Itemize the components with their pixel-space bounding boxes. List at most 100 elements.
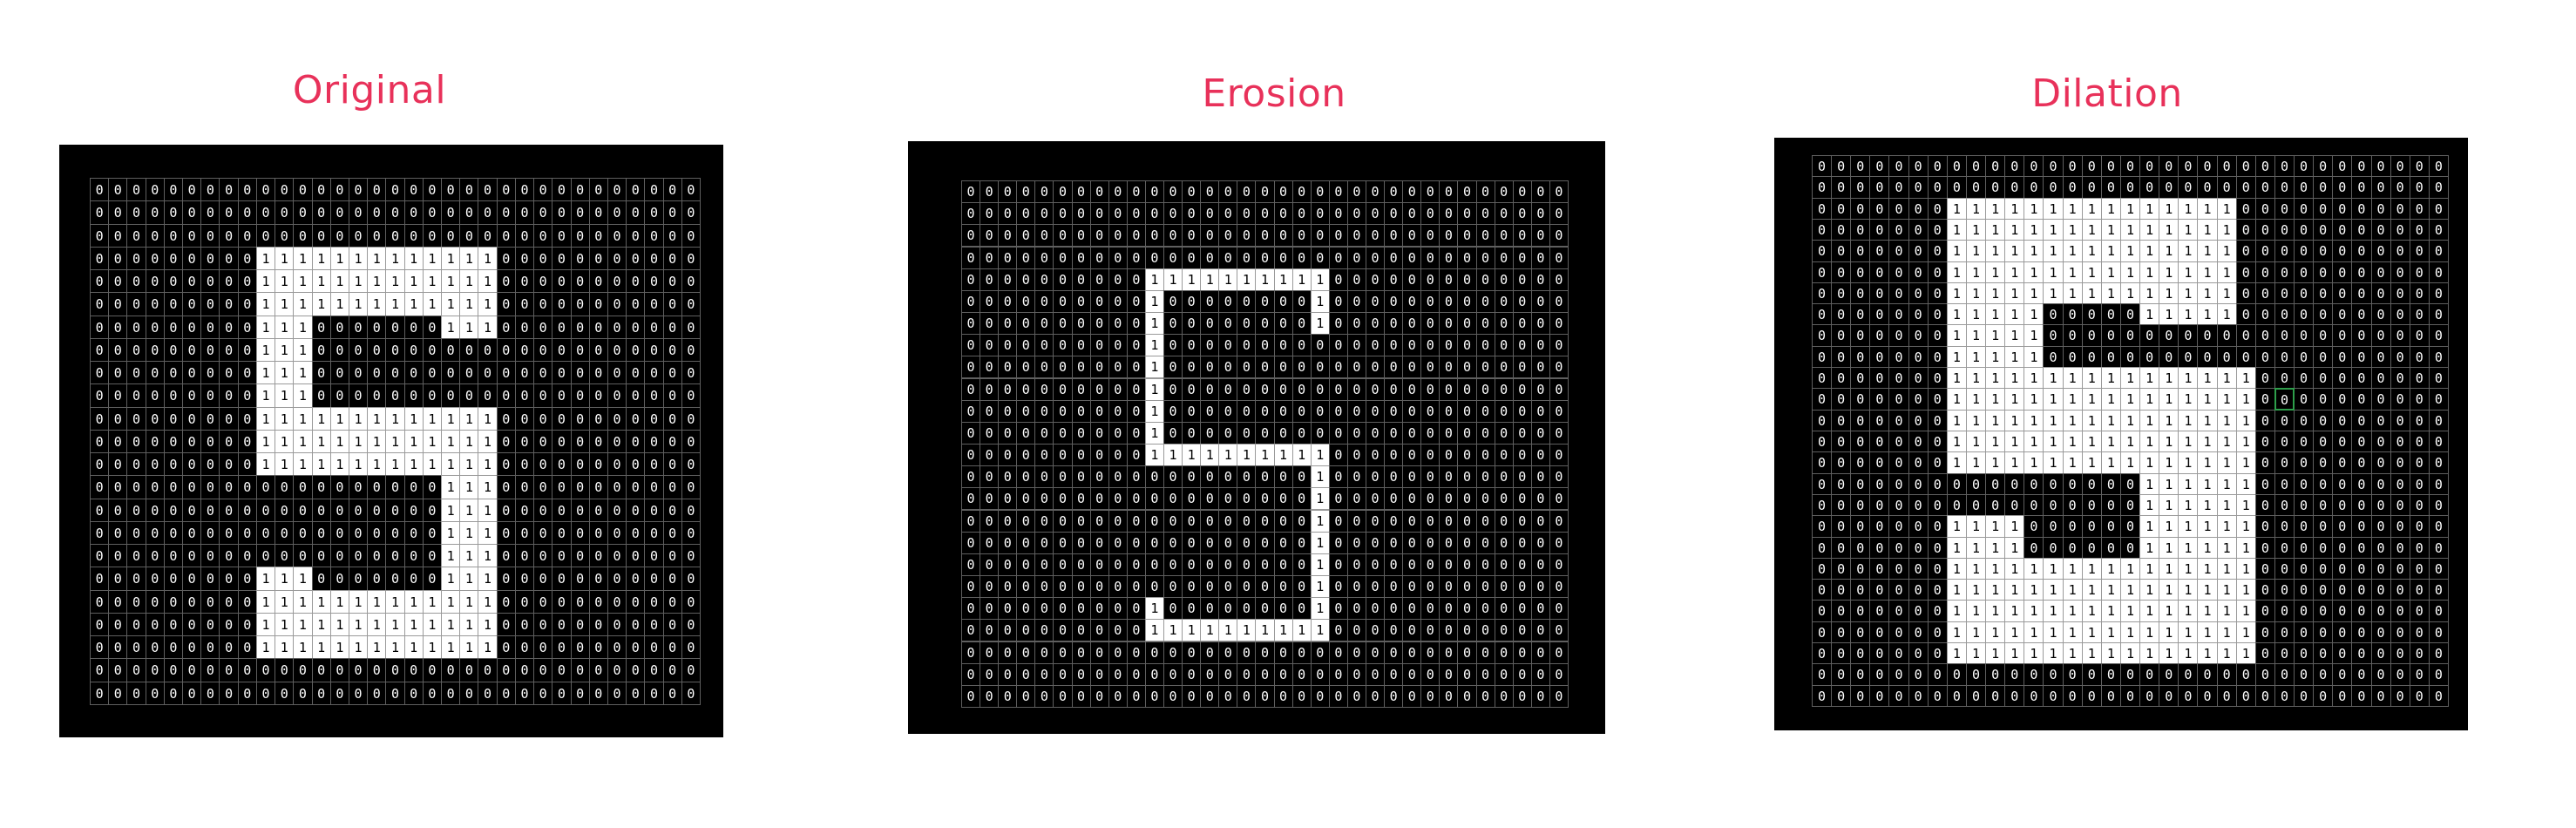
grid-cell: 0 [1927, 218, 1948, 241]
grid-cell: 0 [1812, 472, 1833, 495]
grid-cell: 0 [2332, 515, 2353, 538]
grid-cell: 0 [1530, 246, 1550, 269]
grid-cell: 0 [1908, 176, 1929, 199]
grid-cell: 0 [1237, 684, 1257, 708]
grid-cell: 0 [1273, 246, 1293, 269]
grid-cell: 0 [1494, 487, 1514, 511]
grid-cell: 1 [478, 520, 498, 546]
grid-cell: 0 [126, 520, 146, 546]
grid-cell: 0 [1812, 367, 1833, 390]
grid-cell: 0 [367, 383, 387, 408]
grid-cell: 1 [2159, 600, 2179, 622]
grid-cell: 0 [1126, 399, 1146, 423]
grid-cell: 0 [1273, 531, 1293, 554]
grid-cell: 0 [980, 246, 1000, 269]
grid-cell: 0 [422, 178, 443, 202]
grid-cell: 0 [329, 475, 349, 499]
grid-cell: 0 [1402, 224, 1422, 248]
grid-cell: 0 [1927, 282, 1948, 305]
grid-cell: 1 [348, 429, 369, 454]
grid-cell: 0 [588, 337, 608, 363]
grid-cell: 0 [1071, 289, 1091, 313]
grid-cell: 0 [2409, 431, 2430, 453]
grid-cell: 0 [2370, 303, 2391, 326]
grid-cell: 0 [200, 292, 220, 316]
grid-cell: 0 [126, 269, 146, 294]
grid-cell: 0 [1908, 388, 1929, 411]
grid-cell: 0 [1549, 531, 1569, 554]
grid-cell: 1 [311, 246, 331, 271]
grid-cell: 0 [2313, 155, 2334, 178]
grid-cell: 0 [2370, 621, 2391, 644]
grid-cell: 0 [570, 315, 590, 339]
grid-cell: 1 [1946, 218, 1967, 241]
grid-cell: 0 [1310, 641, 1330, 664]
grid-cell: 0 [1034, 662, 1054, 686]
grid-cell: 0 [1420, 684, 1441, 708]
grid-cell: 0 [533, 200, 553, 225]
grid-cell: 0 [496, 475, 516, 499]
grid-cell: 0 [961, 202, 981, 226]
grid-cell: 0 [681, 223, 701, 248]
grid-cell: 0 [2370, 345, 2391, 369]
grid-cell: 0 [200, 361, 220, 385]
grid-cell: 1 [1310, 312, 1330, 336]
grid-cell: 0 [1126, 202, 1146, 226]
grid-cell: 0 [1812, 176, 1833, 199]
grid-cell: 1 [2081, 409, 2102, 431]
grid-cell: 0 [2100, 155, 2121, 178]
grid-cell: 0 [2409, 261, 2430, 283]
grid-cell: 0 [1831, 684, 1852, 707]
grid-cell: 0 [1034, 597, 1054, 621]
grid-cell: 1 [1946, 557, 1967, 580]
grid-cell: 1 [1965, 345, 1987, 369]
grid-cell: 0 [182, 292, 202, 316]
grid-cell: 0 [1126, 312, 1146, 336]
grid-cell: 0 [1089, 399, 1109, 423]
grid-cell: 0 [1439, 641, 1459, 664]
grid-cell: 0 [1439, 399, 1459, 423]
grid-cell: 0 [1494, 509, 1514, 533]
grid-cell: 0 [1530, 684, 1550, 708]
grid-cell: 0 [980, 180, 1000, 204]
grid-cell: 0 [2274, 303, 2295, 326]
grid-cell: 0 [182, 178, 202, 202]
grid-cell: 0 [1457, 509, 1477, 533]
grid-cell: 0 [644, 498, 664, 522]
grid-cell: 0 [1420, 465, 1441, 489]
grid-cell: 1 [2216, 621, 2237, 644]
grid-cell: 0 [2004, 663, 2025, 686]
grid-cell: 0 [644, 612, 664, 637]
grid-cell: 0 [1475, 246, 1495, 269]
grid-cell: 0 [662, 246, 682, 271]
grid-cell: 0 [1831, 579, 1852, 601]
grid-cell: 0 [200, 567, 220, 591]
grid-cell: 0 [681, 635, 701, 660]
grid-cell: 0 [2409, 493, 2430, 517]
grid-cell: 0 [2254, 493, 2275, 517]
grid-cell: 0 [1831, 388, 1852, 411]
grid-cell: 0 [219, 223, 239, 248]
grid-cell: 0 [607, 475, 627, 499]
grid-cell: 1 [2043, 282, 2064, 305]
grid-cell: 0 [1530, 575, 1550, 599]
grid-cell: 0 [2216, 663, 2237, 686]
grid-cell: 1 [2197, 388, 2218, 411]
grid-cell: 0 [2313, 621, 2334, 644]
grid-cell: 0 [2274, 409, 2295, 431]
grid-cell: 0 [626, 200, 646, 225]
grid-cell: 0 [1831, 218, 1852, 241]
grid-cell: 1 [1310, 575, 1330, 599]
grid-cell: 0 [681, 292, 701, 316]
grid-cell: 1 [293, 361, 313, 385]
grid-cell: 0 [1927, 557, 1948, 580]
grid-cell: 0 [311, 315, 331, 339]
grid-cell: 0 [1457, 575, 1477, 599]
grid-cell: 0 [1200, 487, 1220, 511]
grid-cell: 1 [2235, 409, 2256, 431]
grid-cell: 0 [1549, 268, 1569, 291]
grid-cell: 0 [219, 246, 239, 271]
grid-cell: 0 [662, 612, 682, 637]
grid-cell: 1 [2119, 261, 2141, 283]
grid-cell: 0 [2235, 176, 2256, 199]
